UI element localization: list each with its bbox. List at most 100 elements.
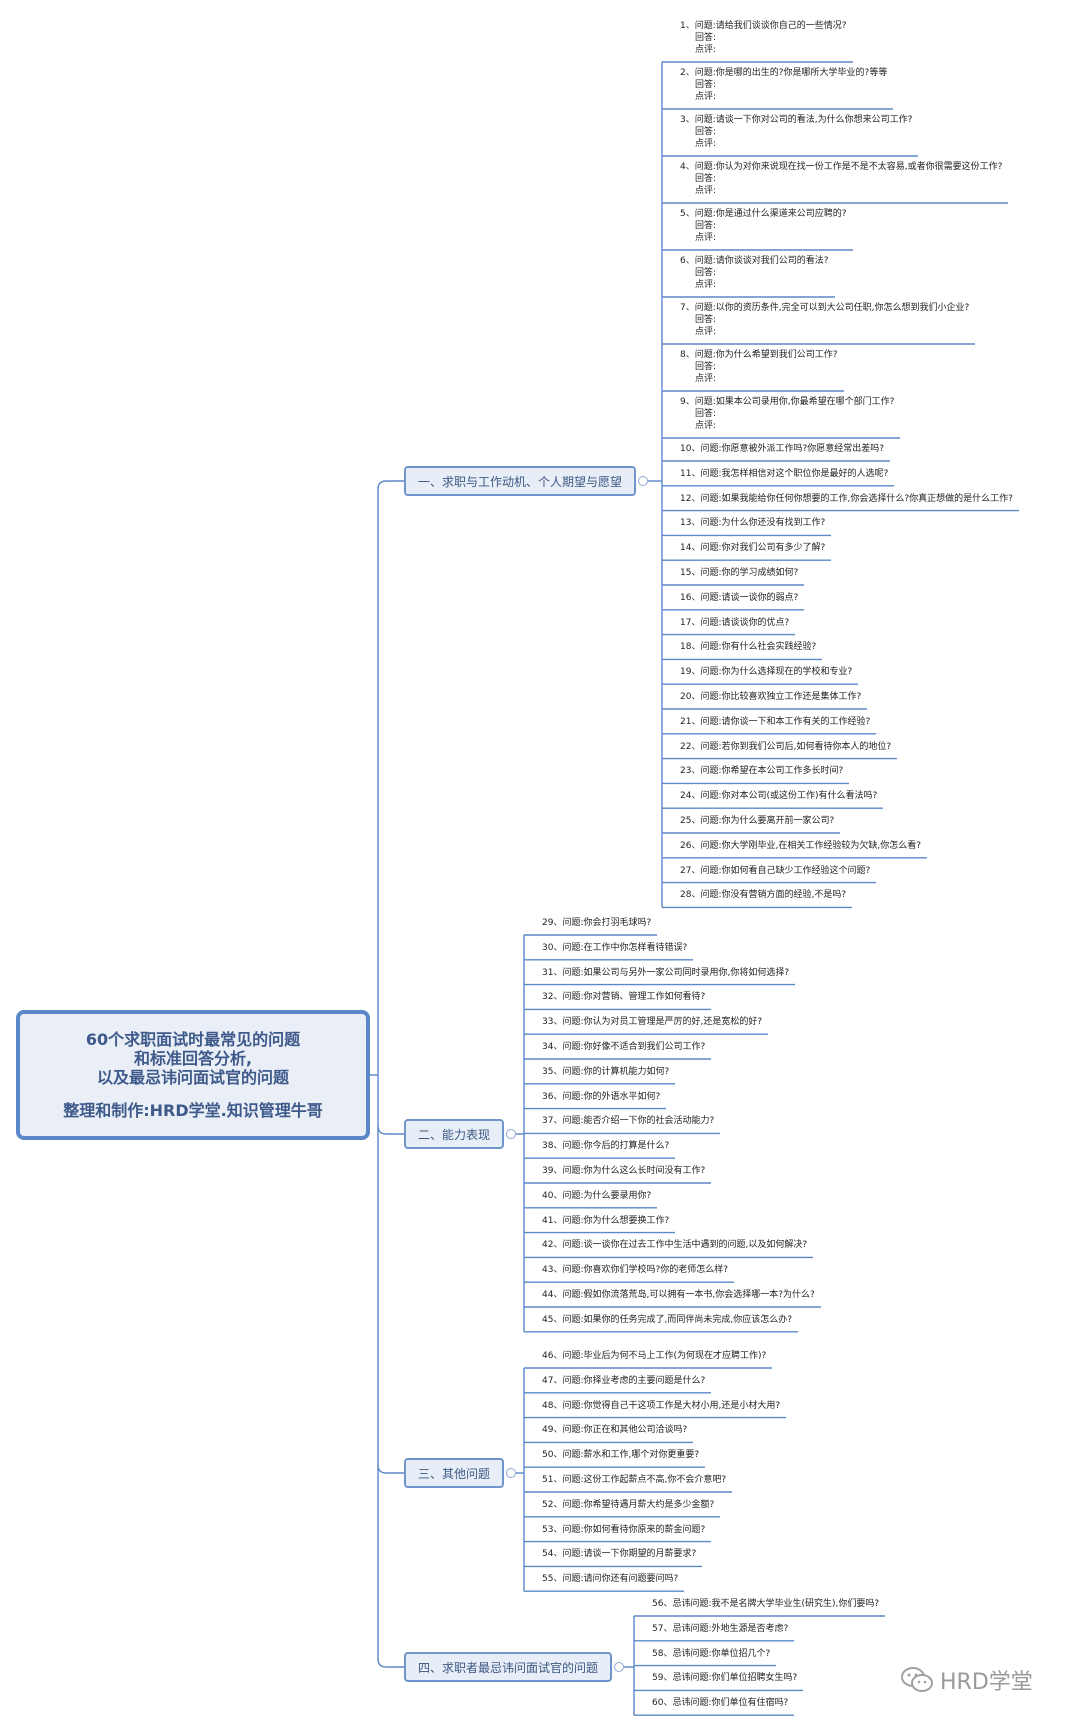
question-item[interactable]: 52、问题:你希望待遇月薪大约是多少金额? [542, 1499, 714, 1511]
question-item[interactable]: 38、问题:你今后的打算是什么? [542, 1140, 669, 1152]
question-text: 25、问题:你为什么要离开前一家公司? [680, 816, 835, 826]
question-item[interactable]: 30、问题:在工作中你怎样看待错误? [542, 942, 687, 954]
question-item[interactable]: 12、问题:如果我能给你任何你想要的工作,你会选择什么?你真正想做的是什么工作? [680, 493, 1013, 505]
question-item[interactable]: 33、问题:你认为对员工管理是严厉的好,还是宽松的好? [542, 1016, 762, 1028]
question-item[interactable]: 59、忌讳问题:你们单位招聘女生吗? [652, 1672, 797, 1684]
root-node[interactable]: 60个求职面试时最常见的问题 和标准回答分析, 以及最忌讳问面试官的问题 整理和… [16, 1010, 370, 1140]
question-item[interactable]: 39、问题:你为什么这么长时间没有工作? [542, 1165, 705, 1177]
question-item[interactable]: 14、问题:你对我们公司有多少了解? [680, 542, 825, 554]
collapse-toggle-icon[interactable] [506, 1129, 516, 1139]
question-text: 53、问题:你如何看待你原来的薪金问题? [542, 1524, 706, 1535]
question-text: 44、问题:假如你流落荒岛,可以拥有一本书,你会选择哪一本?为什么? [542, 1290, 815, 1300]
question-item[interactable]: 1、问题:请给我们谈谈你自己的一些情况?回答:点评: [680, 20, 847, 56]
question-item[interactable]: 45、问题:如果你的任务完成了,而同伴尚未完成,你应该怎么办? [542, 1314, 792, 1326]
question-text: 3、问题:请谈一下你对公司的看法,为什么你想来公司工作? [680, 115, 913, 125]
question-text: 18、问题:你有什么社会实践经验? [680, 642, 817, 653]
question-text: 50、问题:薪水和工作,哪个对你更重要? [542, 1450, 700, 1461]
question-item[interactable]: 11、问题:我怎样相信对这个职位你是最好的人选呢? [680, 468, 888, 480]
branch-other[interactable]: 三、其他问题 [404, 1458, 505, 1488]
question-text: 4、问题:你认为对你来说现在找一份工作是不是不太容易,或者你很需要这份工作? [680, 162, 1003, 172]
question-item[interactable]: 18、问题:你有什么社会实践经验? [680, 641, 816, 653]
question-item[interactable]: 16、问题:请谈一谈你的弱点? [680, 592, 798, 604]
question-item[interactable]: 57、忌讳问题:外地生源是否考虑? [652, 1623, 788, 1635]
watermark-text: HRD学堂 [940, 1670, 1033, 1695]
question-text: 31、问题:如果公司与另外一家公司同时录用你,你将如何选择? [542, 967, 790, 978]
question-item[interactable]: 49、问题:你正在和其他公司洽谈吗? [542, 1424, 687, 1436]
question-item[interactable]: 28、问题:你没有营销方面的经验,不是吗? [680, 889, 846, 901]
branch-ability[interactable]: 二、能力表现 [404, 1119, 505, 1149]
question-item[interactable]: 4、问题:你认为对你来说现在找一份工作是不是不太容易,或者你很需要这份工作?回答… [680, 161, 1002, 197]
question-item[interactable]: 50、问题:薪水和工作,哪个对你更重要? [542, 1449, 699, 1461]
question-text: 29、问题:你会打羽毛球吗? [542, 918, 652, 928]
collapse-toggle-icon[interactable] [614, 1662, 624, 1672]
question-item[interactable]: 21、问题:请你谈一下和本工作有关的工作经验? [680, 716, 870, 728]
question-text: 46、问题:毕业后为何不马上工作(为何现在才应聘工作)? [542, 1351, 767, 1361]
question-text: 38、问题:你今后的打算是什么? [542, 1141, 670, 1152]
question-item[interactable]: 9、问题:如果本公司录用你,你最希望在哪个部门工作?回答:点评: [680, 396, 894, 432]
question-item[interactable]: 24、问题:你对本公司(或这份工作)有什么看法吗? [680, 790, 877, 802]
question-item[interactable]: 53、问题:你如何看待你原来的薪金问题? [542, 1524, 705, 1536]
question-item[interactable]: 15、问题:你的学习成绩如何? [680, 567, 798, 579]
question-item[interactable]: 13、问题:为什么你还没有找到工作? [680, 517, 825, 529]
root-title-line-2: 和标准回答分析, [133, 1049, 253, 1068]
question-item[interactable]: 2、问题:你是哪的出生的?你是哪所大学毕业的?等等回答:点评: [680, 67, 887, 103]
question-item[interactable]: 37、问题:能否介绍一下你的社会活动能力? [542, 1115, 714, 1127]
branch-motivation[interactable]: 一、求职与工作动机、个人期望与愿望 [404, 466, 637, 496]
question-item[interactable]: 43、问题:你喜欢你们学校吗?你的老师怎么样? [542, 1264, 728, 1276]
root-author: 整理和制作:HRD学堂.知识管理牛哥 [63, 1101, 323, 1120]
question-item[interactable]: 32、问题:你对营销、管理工作如何看待? [542, 991, 705, 1003]
question-item[interactable]: 26、问题:你大学刚毕业,在相关工作经验较为欠缺,你怎么看? [680, 840, 921, 852]
question-item[interactable]: 44、问题:假如你流落荒岛,可以拥有一本书,你会选择哪一本?为什么? [542, 1289, 815, 1301]
comment-label: 点评: [695, 186, 717, 196]
question-item[interactable]: 25、问题:你为什么要离开前一家公司? [680, 815, 834, 827]
answer-label: 回答: [695, 268, 717, 278]
question-item[interactable]: 8、问题:你为什么希望到我们公司工作?回答:点评: [680, 349, 838, 385]
collapse-toggle-icon[interactable] [506, 1468, 516, 1478]
question-item[interactable]: 42、问题:谈一谈你在过去工作中生活中遇到的问题,以及如何解决? [542, 1239, 807, 1251]
question-item[interactable]: 7、问题:以你的资历条件,完全可以到大公司任职,你怎么想到我们小企业?回答:点评… [680, 302, 969, 338]
question-text: 15、问题:你的学习成绩如何? [680, 568, 799, 578]
question-item[interactable]: 5、问题:你是通过什么渠道来公司应聘的?回答:点评: [680, 208, 847, 244]
question-item[interactable]: 23、问题:你希望在本公司工作多长时间? [680, 765, 843, 777]
question-item[interactable]: 40、问题:为什么要录用你? [542, 1190, 651, 1202]
question-item[interactable]: 27、问题:你如何看自己缺少工作经验这个问题? [680, 865, 870, 877]
branch-taboo[interactable]: 四、求职者最忌讳问面试官的问题 [404, 1652, 613, 1682]
question-item[interactable]: 35、问题:你的计算机能力如何? [542, 1066, 669, 1078]
question-text: 37、问题:能否介绍一下你的社会活动能力? [542, 1116, 715, 1127]
question-item[interactable]: 51、问题:这份工作起薪点不高,你不会介意吧? [542, 1474, 726, 1486]
question-item[interactable]: 41、问题:你为什么想要换工作? [542, 1215, 669, 1227]
wechat-icon [901, 1667, 933, 1692]
question-item[interactable]: 54、问题:请谈一下你期望的月薪要求? [542, 1548, 696, 1560]
question-item[interactable]: 19、问题:你为什么选择现在的学校和专业? [680, 666, 852, 678]
question-text: 1、问题:请给我们谈谈你自己的一些情况? [680, 21, 847, 31]
question-item[interactable]: 17、问题:请谈谈你的优点? [680, 617, 789, 629]
question-item[interactable]: 34、问题:你好像不适合到我们公司工作? [542, 1041, 705, 1053]
question-item[interactable]: 60、忌讳问题:你们单位有住宿吗? [652, 1697, 788, 1709]
root-title-line-3: 以及最忌讳问面试官的问题 [96, 1068, 289, 1087]
question-text: 10、问题:你愿意被外派工作吗?你愿意经常出差吗? [680, 444, 885, 454]
question-item[interactable]: 47、问题:你择业考虑的主要问题是什么? [542, 1375, 705, 1387]
question-item[interactable]: 46、问题:毕业后为何不马上工作(为何现在才应聘工作)? [542, 1350, 766, 1362]
question-text: 20、问题:你比较喜欢独立工作还是集体工作? [680, 692, 862, 702]
question-item[interactable]: 56、忌讳问题:我不是名牌大学毕业生(研究生),你们要吗? [652, 1598, 879, 1610]
question-item[interactable]: 6、问题:请你谈谈对我们公司的看法?回答:点评: [680, 255, 829, 291]
question-item[interactable]: 48、问题:你觉得自己干这项工作是大材小用,还是小材大用? [542, 1400, 780, 1412]
comment-label: 点评: [695, 327, 717, 337]
question-text: 52、问题:你希望待遇月薪大约是多少金额? [542, 1499, 715, 1510]
question-item[interactable]: 58、忌讳问题:你单位招几个? [652, 1648, 770, 1660]
question-text: 9、问题:如果本公司录用你,你最希望在哪个部门工作? [680, 397, 895, 407]
question-text: 5、问题:你是通过什么渠道来公司应聘的? [680, 209, 847, 219]
question-item[interactable]: 10、问题:你愿意被外派工作吗?你愿意经常出差吗? [680, 443, 884, 455]
question-item[interactable]: 29、问题:你会打羽毛球吗? [542, 917, 651, 929]
question-item[interactable]: 31、问题:如果公司与另外一家公司同时录用你,你将如何选择? [542, 967, 789, 979]
question-item[interactable]: 22、问题:若你到我们公司后,如何看待你本人的地位? [680, 741, 891, 753]
question-text: 16、问题:请谈一谈你的弱点? [680, 592, 799, 603]
collapse-toggle-icon[interactable] [638, 476, 648, 486]
question-item[interactable]: 20、问题:你比较喜欢独立工作还是集体工作? [680, 691, 861, 703]
question-text: 36、问题:你的外语水平如何? [542, 1091, 661, 1102]
question-item[interactable]: 3、问题:请谈一下你对公司的看法,为什么你想来公司工作?回答:点评: [680, 114, 912, 150]
question-item[interactable]: 36、问题:你的外语水平如何? [542, 1091, 660, 1103]
question-text: 59、忌讳问题:你们单位招聘女生吗? [652, 1673, 798, 1684]
watermark: HRD学堂 [900, 1664, 1033, 1696]
question-item[interactable]: 55、问题:请问你还有问题要问吗? [542, 1573, 678, 1585]
